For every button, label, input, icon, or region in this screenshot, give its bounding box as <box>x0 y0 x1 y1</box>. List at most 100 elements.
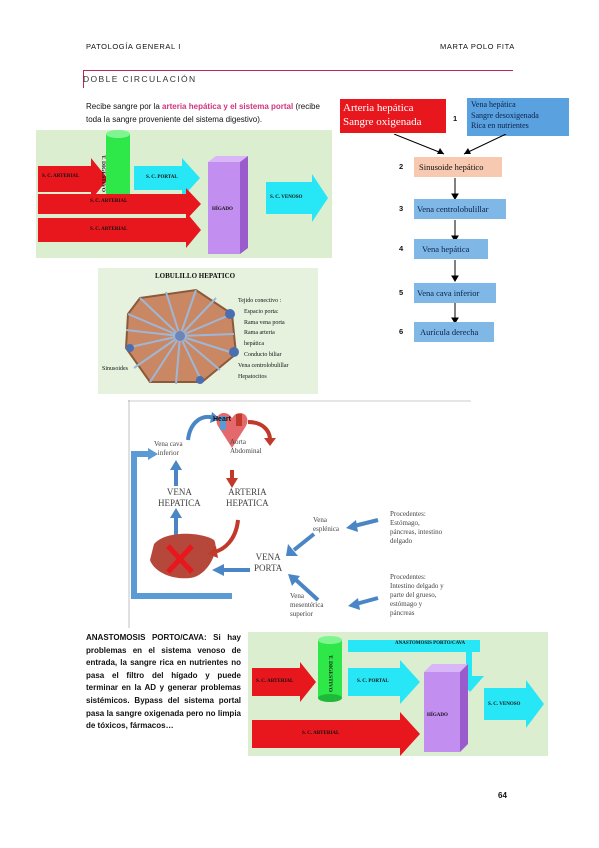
section-rule <box>83 70 513 71</box>
vena-hep-line1: Vena hepática <box>471 100 516 109</box>
arterial-arrow-middle <box>38 188 201 220</box>
section-rule-vertical <box>83 70 84 88</box>
label-central-vein: Vena centrolobulillar <box>238 362 289 369</box>
vena-hepatica-line2: HEPATICA <box>158 498 201 508</box>
vena-cava-label: Vena cava inferior <box>154 440 183 458</box>
page-number: 64 <box>498 791 507 800</box>
label-hepatocytes: Hepatocitos <box>238 373 267 380</box>
digestive-cylinder-2 <box>318 640 342 698</box>
arterial-arrow-bottom <box>38 212 201 248</box>
arterial-label-top: S. C. ARTERIAL <box>42 174 80 179</box>
vena-hepatica-box: Vena hepática Sangre desoxigenada Rica e… <box>467 98 569 136</box>
lobule-title: LOBULILLO HEPATICO <box>155 272 236 280</box>
arteria-hepatica-box: Arteria hepática Sangre oxigenada <box>340 99 446 133</box>
aorta-line2: Abdominal <box>230 447 262 455</box>
digestive-cylinder <box>106 134 130 198</box>
arterial-label-bottom: S. C. ARTERIAL <box>90 227 128 232</box>
procedentes1-line2: Estómago, <box>390 519 420 527</box>
mesenterica-line2: mesentérica <box>290 601 324 609</box>
label-portal-space: Espacio porta: <box>244 308 279 315</box>
sinusoide-box: Sinusoide hepático <box>414 157 502 177</box>
intro-prefix: Recibe sangre por la <box>86 102 163 111</box>
label-portal-vein-branch: Rama vena porta <box>244 319 285 326</box>
vena-porta-line1: VENA <box>255 552 281 562</box>
procedentes1-line4: delgado <box>390 537 413 545</box>
arterial-arrow-3 <box>252 712 420 756</box>
procedentes2-line5: páncreas <box>390 609 415 617</box>
portal-arrow-2 <box>348 660 420 704</box>
step-number-3: 3 <box>399 204 404 213</box>
step-number-4: 4 <box>399 244 404 253</box>
lobule-labels: Tejido conectivo : Espacio porta: Rama v… <box>238 296 288 382</box>
anastomosis-paragraph: ANASTOMOSIS PORTO/CAVA: Si hay problemas… <box>86 633 241 731</box>
mesenterica-line3: superior <box>290 610 313 618</box>
procedentes-1: Procedentes: Estómago, páncreas, intesti… <box>390 510 442 546</box>
esplenica-line2: esplénica <box>313 525 340 533</box>
vena-cava-line2: inferior <box>157 449 179 457</box>
arterial-label-2: S. C. ARTERIAL <box>256 679 294 684</box>
label-sinusoids: Sinusoides <box>102 366 129 372</box>
portal-arrow <box>134 158 200 198</box>
vena-hep-line2: Sangre desoxigenada <box>471 110 539 120</box>
anastomosis-label: ANASTOMOSIS PORTO/CAVA <box>395 641 466 646</box>
portal-circulation-diagram <box>128 400 471 628</box>
vena-hepatica-label: VENA HEPATICA <box>158 487 201 509</box>
intro-highlight: arteria hepática y el sistema portal <box>162 102 294 111</box>
arterial-arrow-top <box>38 158 108 200</box>
arterial-arrow-2 <box>252 662 316 702</box>
arterial-label-3: S. C. ARTERIAL <box>302 731 340 736</box>
heart-label: Heart <box>213 416 231 423</box>
flow-arrows <box>393 134 507 324</box>
venous-label: S. C. VENOSO <box>270 195 303 200</box>
label-connective: Tejido conectivo : <box>238 298 282 304</box>
portal-label-2: S. C. PORTAL <box>357 679 389 684</box>
venous-arrow-2 <box>484 680 544 728</box>
procedentes2-line2: Intestino delgado y <box>390 582 444 590</box>
intro-paragraph: Recibe sangre por la arteria hepática y … <box>86 100 336 126</box>
aorta-label: Aorta Abdominal <box>230 438 262 456</box>
step-number-5: 5 <box>399 288 404 297</box>
liver-block <box>208 162 240 254</box>
label-bile-duct: Conducto biliar <box>244 351 282 358</box>
vena-mesenterica-label: Vena mesentérica superior <box>290 592 323 619</box>
auricula-box: Aurícula derecha <box>414 322 494 342</box>
arteria-hepatica-label: ARTERIA HEPATICA <box>226 487 269 509</box>
arteria-line1: Arteria hepática <box>343 102 414 114</box>
aorta-line1: Aorta <box>230 438 246 446</box>
procedentes-2: Procedentes: Intestino delgado y parte d… <box>390 573 444 618</box>
label-hepatic-artery-branch: Rama arteria <box>244 330 275 337</box>
vena-esplenica-label: Vena esplénica <box>313 516 339 534</box>
arteria-hepatica-line2: HEPATICA <box>226 498 269 508</box>
vena-cava-line1: Vena cava <box>154 440 183 448</box>
intro-suffix: (recibe toda la sangre proveniente del s… <box>86 102 320 124</box>
arterial-label-middle: S. C. ARTERIAL <box>90 199 128 204</box>
header-left: PATOLOGÍA GENERAL I <box>86 42 181 51</box>
header-right: MARTA POLO FITA <box>440 42 515 51</box>
vena-hep-line3: Rica en nutrientes <box>471 121 529 130</box>
anastomosis-arrow <box>348 640 484 692</box>
arteria-line2: Sangre oxigenada <box>343 116 422 128</box>
step-number-2: 2 <box>399 162 404 171</box>
liver-label: HÍGADO <box>212 207 233 212</box>
vena-cava-box: Vena cava inferior <box>414 283 496 303</box>
liver-block-2 <box>424 672 460 752</box>
procedentes1-line1: Procedentes: <box>390 510 426 518</box>
venous-arrow <box>266 174 328 222</box>
vena-hepatica-line1: VENA <box>166 487 192 497</box>
label-hepatic: hepática <box>244 341 264 348</box>
venous-label-2: S. C. VENOSO <box>488 702 521 707</box>
vena-porta-line2: PORTA <box>254 563 283 573</box>
procedentes1-line3: páncreas, intestino <box>390 528 443 536</box>
mesenterica-line1: Vena <box>290 592 304 600</box>
digestive-label: T. DIGESTIVO <box>100 155 106 193</box>
procedentes2-line1: Procedentes: <box>390 573 426 581</box>
esplenica-line1: Vena <box>313 516 327 524</box>
procedentes2-line4: estómago y <box>390 600 423 608</box>
double-circulation-diagram <box>36 130 332 258</box>
portal-label: S. C. PORTAL <box>146 175 178 180</box>
section-title: DOBLE CIRCULACIÓN <box>83 74 197 84</box>
centrolobulillar-box: Vena centrolobulillar <box>414 199 506 219</box>
step-number-6: 6 <box>399 327 404 336</box>
lobule-illustration <box>124 288 239 385</box>
anastomosis-diagram <box>248 632 548 756</box>
